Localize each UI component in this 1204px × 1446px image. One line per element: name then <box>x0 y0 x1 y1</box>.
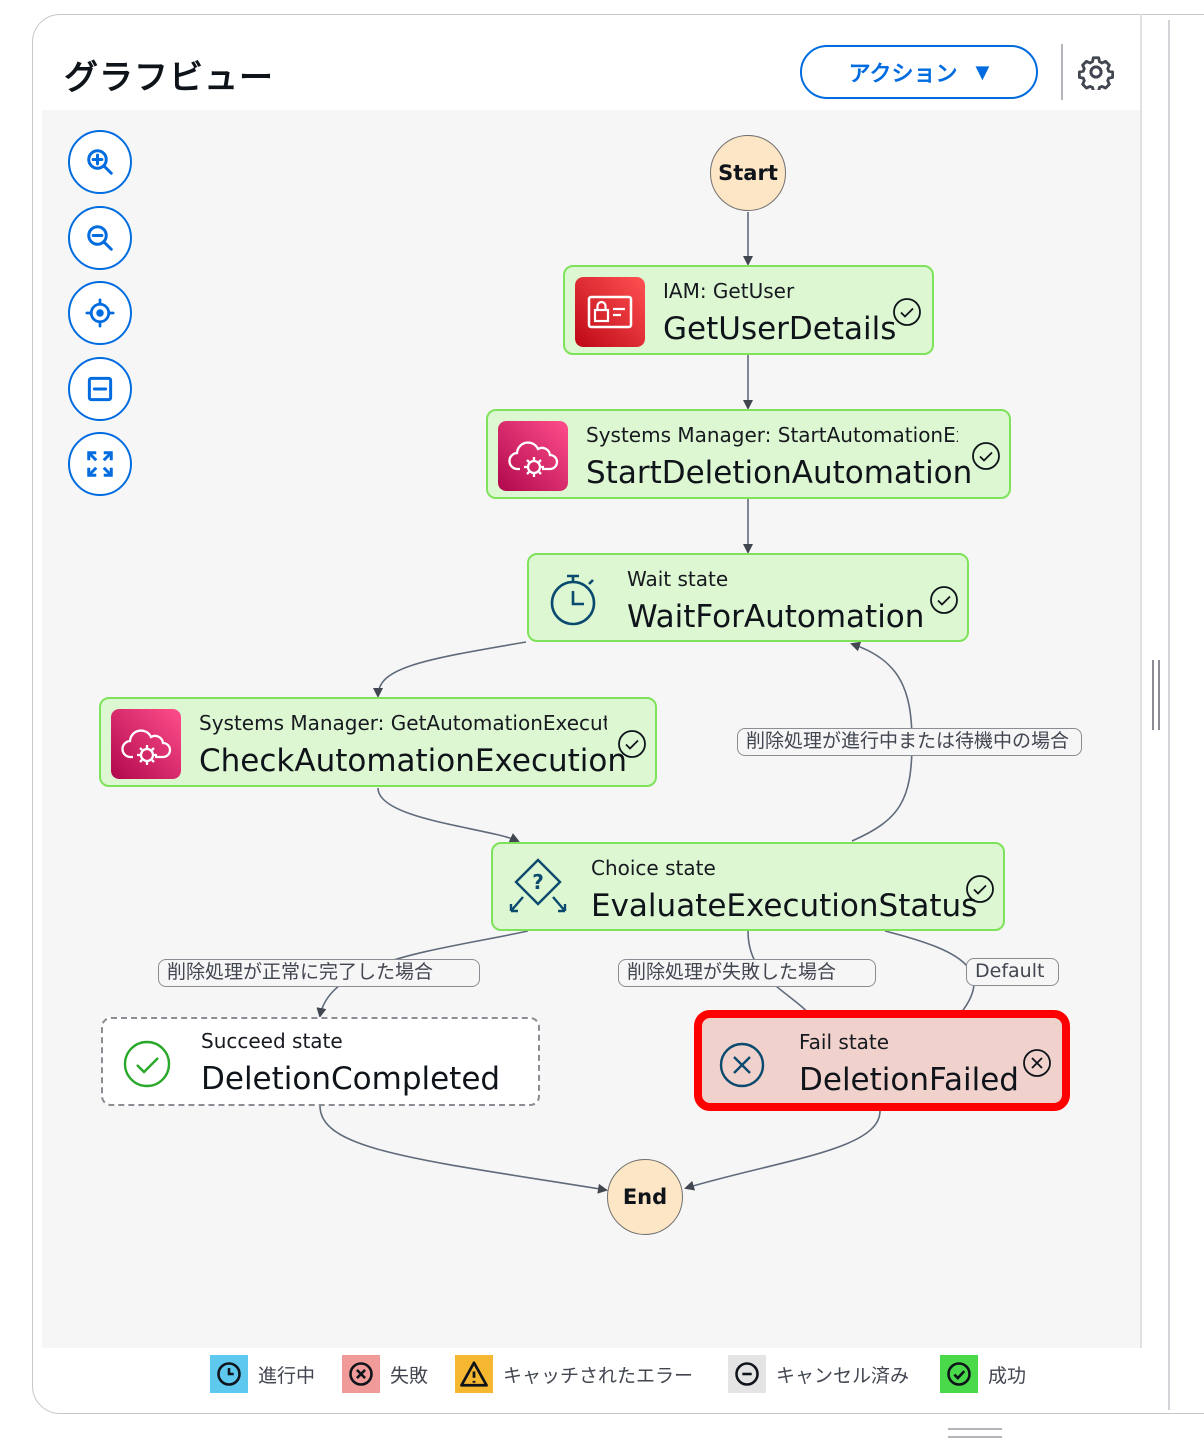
success-check-icon <box>618 730 646 758</box>
actions-dropdown-button[interactable]: アクション ▼ <box>800 45 1038 99</box>
collapse-button[interactable] <box>68 357 132 421</box>
legend-label: 失敗 <box>390 1364 429 1387</box>
center-button[interactable] <box>68 281 132 345</box>
succeed-check-icon <box>123 1040 171 1088</box>
panel-divider <box>1140 14 1142 1348</box>
edge-label-succeeded: 削除処理が正常に完了した場合 <box>158 959 480 987</box>
edge-label-in-progress: 削除処理が進行中または待機中の場合 <box>737 728 1082 756</box>
systems-manager-icon <box>111 709 181 779</box>
edge-evaluate-default <box>884 930 975 1022</box>
legend-label: キャッチされたエラー <box>503 1364 694 1387</box>
legend-item-succeeded: 成功 <box>940 1352 1026 1396</box>
edge-check-evaluate <box>377 787 520 843</box>
choice-icon: ? <box>509 858 567 913</box>
fit-screen-icon <box>87 451 113 477</box>
state-node-checkautomationexecution[interactable]: Systems Manager: GetAutomationExecution … <box>99 697 657 787</box>
legend-item-cancelled: キャンセル済み <box>728 1352 909 1396</box>
state-type: Succeed state <box>201 1029 343 1053</box>
fit-to-screen-button[interactable] <box>68 432 132 496</box>
success-check-icon <box>972 442 1000 470</box>
zoom-out-button[interactable] <box>68 206 132 270</box>
svg-text:?: ? <box>532 870 544 894</box>
resize-handle[interactable] <box>1152 660 1160 730</box>
state-node-waitforautomation[interactable]: Wait state WaitForAutomation <box>527 553 969 642</box>
fail-x-icon <box>719 1042 765 1088</box>
legend-item-caught-error: キャッチされたエラー <box>455 1352 693 1396</box>
legend-label: 進行中 <box>258 1364 316 1387</box>
state-name: EvaluateExecutionStatus <box>591 888 978 924</box>
state-type: Wait state <box>627 567 729 591</box>
end-label: End <box>622 1185 668 1209</box>
success-check-icon <box>966 875 994 903</box>
minus-circle-icon <box>728 1355 766 1393</box>
page-title: グラフビュー <box>64 58 274 98</box>
legend-label: 成功 <box>988 1364 1027 1387</box>
edge-completed-end <box>319 1105 608 1194</box>
actions-button-label: アクション <box>848 62 958 87</box>
state-node-evaluateexecutionstatus[interactable]: ? Choice state EvaluateExecutionStatus <box>491 842 1005 931</box>
locate-icon <box>85 298 115 328</box>
stopwatch-icon <box>550 574 596 626</box>
edge-failed-end <box>684 1110 881 1191</box>
zoom-out-icon <box>87 225 113 251</box>
state-name: DeletionFailed <box>799 1062 1019 1098</box>
state-node-deletioncompleted[interactable]: Succeed state DeletionCompleted <box>101 1017 540 1106</box>
gear-icon[interactable] <box>1078 54 1114 90</box>
panel-divider-outer <box>1168 20 1170 1410</box>
state-name: GetUserDetails <box>663 311 897 347</box>
bottom-resize-handle-bottom[interactable] <box>948 1436 1002 1438</box>
collapse-icon <box>87 376 113 402</box>
bottom-resize-handle-top[interactable] <box>948 1428 1002 1430</box>
state-node-deletionfailed[interactable]: Fail state DeletionFailed <box>694 1010 1070 1111</box>
state-type: Choice state <box>591 856 716 880</box>
zoom-in-icon <box>87 149 113 175</box>
state-node-getuserdetails[interactable]: IAM: GetUser GetUserDetails <box>563 265 934 355</box>
start-node: Start <box>710 135 786 211</box>
legend-label: キャンセル済み <box>776 1364 910 1387</box>
end-node: End <box>607 1159 683 1235</box>
edge-label-default: Default <box>966 958 1059 986</box>
state-type: IAM: GetUser <box>663 279 795 303</box>
success-check-icon <box>893 298 921 326</box>
legend-item-failed: 失敗 <box>342 1352 428 1396</box>
state-type: Systems Manager: GetAutomationExecution <box>199 711 607 735</box>
zoom-in-button[interactable] <box>68 130 132 194</box>
state-name: CheckAutomationExecution <box>199 743 628 779</box>
success-check-icon <box>930 586 958 614</box>
state-name: DeletionCompleted <box>201 1061 501 1097</box>
caret-down-icon: ▼ <box>975 61 990 83</box>
state-node-startdeletionautomation[interactable]: Systems Manager: StartAutomationExecutio… <box>486 409 1011 499</box>
iam-service-icon <box>575 277 645 347</box>
start-label: Start <box>718 161 778 185</box>
failed-x-icon <box>1023 1049 1051 1077</box>
state-name: WaitForAutomation <box>627 599 925 635</box>
check-circle-icon <box>940 1355 978 1393</box>
edge-wait-check <box>373 641 527 698</box>
state-type: Fail state <box>799 1030 890 1054</box>
legend-item-in-progress: 進行中 <box>210 1352 315 1396</box>
state-name: StartDeletionAutomation <box>586 455 973 491</box>
state-type: Systems Manager: StartAutomationExecutio… <box>586 423 958 447</box>
systems-manager-icon <box>498 421 568 491</box>
warning-icon <box>455 1355 493 1393</box>
clock-icon <box>210 1355 248 1393</box>
x-circle-icon <box>342 1355 380 1393</box>
edge-label-failed: 削除処理が失敗した場合 <box>618 959 876 987</box>
header-divider <box>1061 44 1063 100</box>
